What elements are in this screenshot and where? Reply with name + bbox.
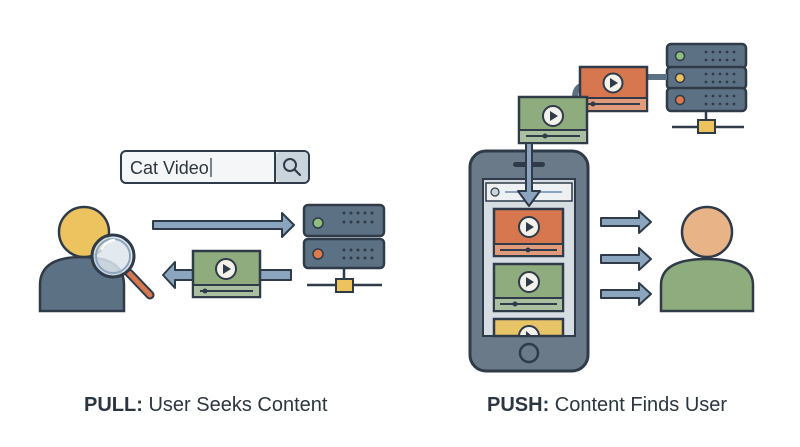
user-icon [659,205,755,313]
feed-video-yellow[interactable] [492,317,565,338]
push-caption: PUSH: Content Finds User [487,394,727,417]
pulled-video-card [191,249,262,299]
push-server [665,42,748,134]
push-caption-label: PUSH: [487,394,550,416]
video-card-icon [191,249,262,299]
feed-video-orange[interactable] [492,207,565,258]
video-card-icon [578,65,649,113]
pull-caption-text: User Seeks Content [142,394,328,416]
search-input[interactable]: Cat Video [130,158,209,178]
receiving-user [659,205,755,313]
pull-caption-label: PULL: [84,394,143,416]
feed-video-green[interactable] [492,262,565,313]
pull-server [302,203,386,293]
arrow-icon [600,282,652,306]
push-down-arrow [517,142,541,207]
arrow-icon [600,247,652,271]
push-caption-text: Content Finds User [549,394,728,416]
server-icon [302,203,386,293]
server-icon [665,42,748,134]
pull-caption: PULL: User Seeks Content [84,394,327,417]
arrow-icon [600,210,652,234]
pushed-video-card-green [517,95,589,145]
request-arrow [152,212,295,238]
video-card-icon [517,95,589,145]
seeking-user [38,205,155,313]
pushed-video-card-orange [578,65,649,113]
delivery-arrows [600,210,652,306]
search-bar[interactable]: Cat Video [120,150,310,184]
search-icon[interactable] [283,158,302,177]
magnifier-icon [90,233,155,300]
